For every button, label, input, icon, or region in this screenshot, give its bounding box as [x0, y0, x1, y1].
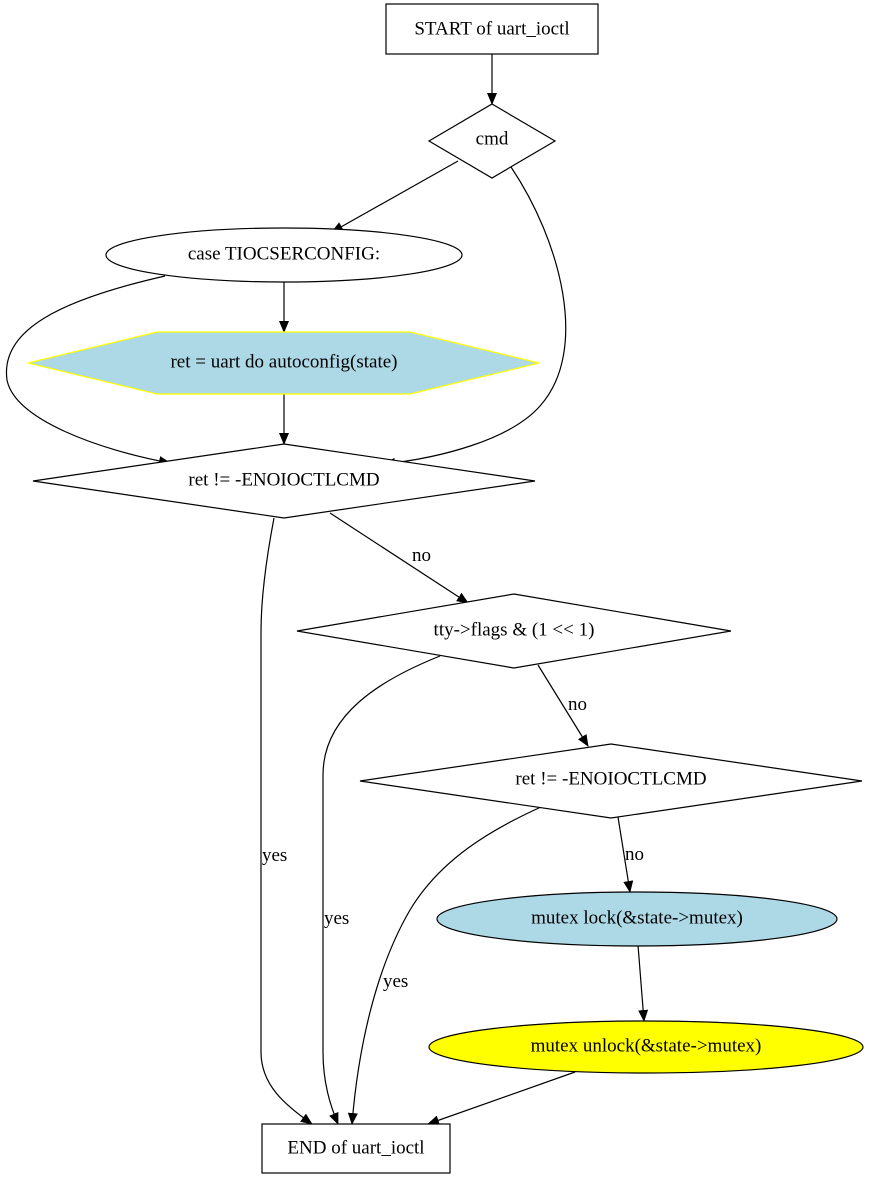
case-tiocserconfig-node-shape — [105, 227, 463, 283]
check-ret-1-node-shape — [32, 443, 536, 519]
check-flags-node: tty->flags & (1 << 1) — [296, 593, 732, 669]
mutex-lock-node: mutex lock(&state->mutex) — [436, 891, 838, 947]
check-ret-2-node: ret != -ENOIOCTLCMD — [359, 743, 863, 819]
check-ret-2-node-label: ret != -ENOIOCTLCMD — [515, 769, 706, 790]
cmd-node-shape — [427, 103, 557, 179]
autoconfig-node: ret = uart do autoconfig(state) — [27, 331, 540, 395]
edge-label-check-ret-2-no: no — [625, 844, 644, 865]
mutex-unlock-node: mutex unlock(&state->mutex) — [428, 1020, 864, 1074]
check-flags-node-label: tty->flags & (1 << 1) — [434, 620, 595, 641]
edge-label-check-flags-yes: yes — [324, 908, 349, 929]
mutex-unlock-node-label: mutex unlock(&state->mutex) — [531, 1036, 762, 1057]
edge-case-to-check-ret-1 — [5, 275, 171, 466]
start-node: START of uart_ioctl — [385, 3, 599, 55]
autoconfig-node-label: ret = uart do autoconfig(state) — [170, 352, 397, 373]
case-tiocserconfig-node: case TIOCSERCONFIG: — [105, 227, 463, 283]
cmd-node: cmd — [427, 103, 557, 179]
edge-check-flags-yes — [322, 655, 441, 1125]
autoconfig-node-shape — [27, 331, 540, 395]
edge-check-ret-2-no — [617, 816, 634, 893]
start-node-label: START of uart_ioctl — [414, 19, 569, 40]
start-node-shape — [385, 3, 599, 55]
edge-lock-to-unlock — [637, 944, 649, 1022]
edge-unlock-to-end — [427, 1071, 576, 1126]
end-node: END of uart_ioctl — [261, 1123, 451, 1174]
end-node-label: END of uart_ioctl — [287, 1138, 424, 1159]
edge-label-check-ret-2-yes: yes — [383, 971, 408, 992]
cmd-node-label: cmd — [476, 129, 509, 150]
edge-label-check-ret-1-yes: yes — [262, 845, 287, 866]
edge-check-ret-1-no — [329, 512, 469, 604]
edge-labels: no yes no yes no yes — [262, 545, 644, 992]
nodes: START of uart_ioctl cmd case TIOCSERCONF… — [27, 3, 864, 1174]
edges — [5, 54, 649, 1126]
edge-label-check-flags-no: no — [568, 694, 587, 715]
mutex-unlock-node-shape — [428, 1020, 864, 1074]
edge-cmd-to-check-ret-1 — [383, 166, 567, 468]
edge-cmd-to-case — [331, 160, 459, 233]
edge-check-ret-2-yes — [347, 806, 542, 1125]
check-ret-1-node-label: ret != -ENOIOCTLCMD — [188, 470, 379, 491]
edge-check-ret-1-yes — [260, 517, 313, 1125]
mutex-lock-node-shape — [436, 891, 838, 947]
mutex-lock-node-label: mutex lock(&state->mutex) — [531, 908, 743, 929]
check-flags-node-shape — [296, 593, 732, 669]
check-ret-1-node: ret != -ENOIOCTLCMD — [32, 443, 536, 519]
check-ret-2-node-shape — [359, 743, 863, 819]
case-tiocserconfig-node-label: case TIOCSERCONFIG: — [188, 244, 380, 265]
edge-check-flags-no — [537, 664, 589, 747]
edge-label-check-ret-1-no: no — [412, 545, 431, 566]
end-node-shape — [261, 1123, 451, 1174]
